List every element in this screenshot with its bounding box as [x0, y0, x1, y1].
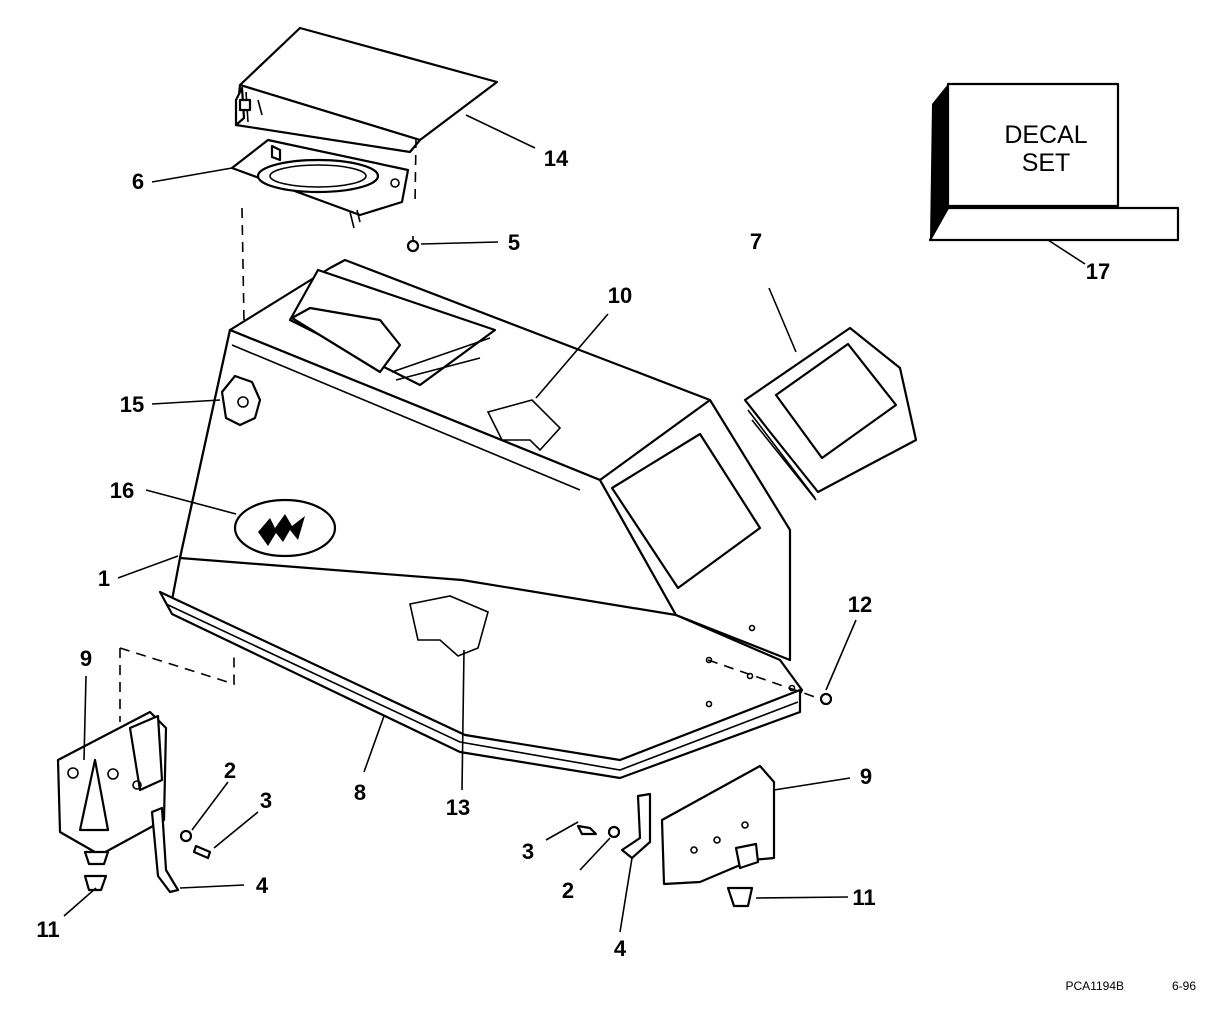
callout-9: 9 — [80, 646, 92, 671]
mount-bracket-part — [56, 710, 168, 857]
figure-date: 6-96 — [1172, 979, 1196, 993]
leader-line — [363, 715, 385, 773]
callout-7: 7 — [750, 229, 762, 254]
callout-4: 4 — [256, 873, 269, 898]
callout-2: 2 — [562, 878, 574, 903]
leader-line — [420, 241, 499, 245]
callout-8: 8 — [354, 780, 366, 805]
leader-line — [63, 887, 97, 917]
callout-17: 17 — [1086, 259, 1110, 284]
callout-3: 3 — [260, 788, 272, 813]
leader-line — [545, 821, 579, 841]
leader-line — [151, 399, 221, 405]
leader-line — [768, 287, 797, 353]
vent-cover-part — [234, 26, 499, 154]
leader-line — [825, 619, 857, 691]
alignment-line — [241, 207, 245, 323]
leader-line — [755, 896, 849, 899]
leader-line — [1047, 239, 1086, 265]
window-seal-part — [743, 326, 918, 501]
leader-line — [145, 489, 237, 515]
washer-part — [607, 825, 621, 839]
screw-part — [406, 236, 420, 253]
decal-label-line2: SET — [1022, 149, 1071, 177]
logo-decal-part — [233, 498, 337, 558]
foam-pad-part — [486, 399, 562, 452]
alignment-line — [707, 659, 819, 699]
callout-16: 16 — [110, 478, 134, 503]
screw-part — [192, 844, 212, 860]
leader-line — [465, 114, 536, 149]
callout-3: 3 — [522, 839, 534, 864]
leader-line — [773, 777, 851, 791]
leader-line — [619, 857, 633, 933]
bumper-part — [83, 850, 110, 892]
alignment-line — [414, 137, 417, 206]
decal-label-line1: DECAL — [1004, 121, 1087, 149]
knob-part — [220, 374, 262, 427]
clip-part — [620, 792, 652, 860]
callout-5: 5 — [508, 230, 520, 255]
leader-line — [83, 675, 87, 761]
callout-12: 12 — [848, 592, 872, 617]
callout-15: 15 — [120, 392, 144, 417]
callout-11: 11 — [36, 917, 59, 942]
callout-13: 13 — [446, 795, 470, 820]
foam-pad-part — [409, 595, 489, 657]
leader-line — [579, 837, 611, 871]
leader-line — [535, 313, 609, 399]
plug-part — [819, 692, 833, 706]
vent-bezel-part — [230, 138, 410, 229]
bumper-part — [726, 886, 754, 908]
callout-2: 2 — [224, 758, 236, 783]
leader-line — [191, 781, 229, 831]
alignment-line — [119, 647, 235, 722]
leader-line — [117, 555, 179, 579]
callout-9: 9 — [860, 764, 872, 789]
callout-6: 6 — [132, 169, 144, 194]
washer-part — [179, 829, 193, 843]
callout-11: 11 — [852, 885, 875, 910]
leader-line — [179, 884, 245, 889]
leader-line — [151, 167, 233, 183]
callout-10: 10 — [608, 283, 632, 308]
leader-line — [461, 649, 465, 791]
clip-part — [150, 806, 180, 894]
cowl-body-part — [158, 258, 804, 780]
callout-4: 4 — [614, 936, 627, 961]
screw-part — [576, 824, 598, 836]
figure-code: PCA1194B — [1066, 979, 1124, 993]
mount-bracket-part — [660, 764, 776, 886]
callout-1: 1 — [98, 566, 110, 591]
callout-14: 14 — [544, 146, 569, 171]
leader-line — [213, 811, 259, 849]
decal-set-box: DECAL SET — [928, 82, 1180, 242]
